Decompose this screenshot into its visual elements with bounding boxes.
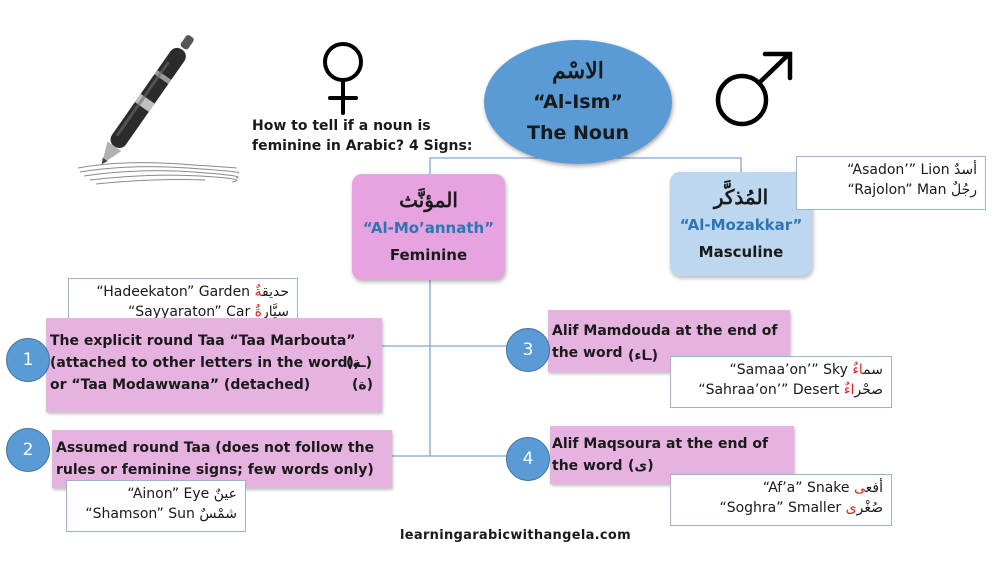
masculine-english: Masculine — [698, 243, 784, 261]
sign-4-number: 4 — [506, 437, 550, 481]
example-line: “Asadon’” Lion أسدٌ — [847, 162, 977, 178]
root-english: The Noun — [527, 122, 629, 144]
feminine-arabic: المؤنَّث — [399, 188, 458, 212]
sign-3-examples: “Samaa’on’” Sky سماءٌ “Sahraa’on’” Deser… — [670, 356, 892, 408]
masculine-transliteration: “Al-Mozakkar” — [679, 216, 803, 234]
sign-2-box — [52, 430, 392, 488]
sign-3-number: 3 — [506, 328, 550, 372]
root-arabic: الاسْم — [552, 58, 604, 84]
sign-3-arabic: (ـاء) — [628, 348, 658, 364]
sign-1-arabic-detached: (ة) — [352, 377, 374, 393]
feminine-english: Feminine — [389, 246, 468, 264]
pen-icon — [60, 18, 240, 188]
feminine-node: المؤنَّث “Al-Mo’annath” Feminine — [352, 174, 505, 280]
sign-4-text: Alif Maqsoura at the end of the word — [552, 436, 769, 474]
example-line: “Hadeekaton” Garden حديقةٌ — [96, 284, 289, 300]
sign-2-examples: “Ainon” Eye عينٌ “Shamson” Sun شمْسٌ — [66, 480, 246, 532]
example-line: “Sahraa’on’” Desert صحْراءٌ — [698, 382, 883, 398]
example-line: “Rajolon” Man رجُلٌ — [847, 182, 977, 198]
root-transliteration: “Al-Ism” — [533, 91, 623, 113]
root-node: الاسْم “Al-Ism” The Noun — [484, 40, 672, 164]
sign-1-text: The explicit round Taa “Taa Marbouta” (a… — [50, 333, 360, 393]
masculine-arabic: المُذكَّر — [713, 185, 769, 209]
sign-3-text: Alif Mamdouda at the end of the word — [552, 323, 778, 361]
feminine-transliteration: “Al-Mo’annath” — [362, 219, 495, 237]
question-text: How to tell if a noun is feminine in Ara… — [252, 118, 473, 154]
example-line: “Shamson” Sun شمْسٌ — [85, 506, 237, 522]
website-url: learningarabicwithangela.com — [400, 528, 631, 543]
masculine-examples: “Asadon’” Lion أسدٌ “Rajolon” Man رجُلٌ — [796, 156, 986, 210]
sign-1-number: 1 — [6, 338, 50, 382]
female-symbol-icon — [312, 40, 374, 116]
example-line: “Ainon” Eye عينٌ — [127, 486, 237, 502]
example-line: “Af’a” Snake أفعى — [762, 480, 883, 496]
sign-4-arabic: (ى) — [628, 458, 654, 474]
example-line: “Samaa’on’” Sky سماءٌ — [729, 362, 883, 378]
example-line: “Soghra” Smaller صُغْرى — [719, 500, 883, 516]
sign-1-box — [46, 318, 382, 412]
sign-1-arabic-attached: (ـة) — [346, 355, 373, 371]
male-symbol-icon — [710, 48, 800, 132]
sign-2-text: Assumed round Taa (does not follow the r… — [56, 440, 375, 478]
sign-2-number: 2 — [6, 428, 50, 472]
example-line: “Sayyaraton” Car سيَّارةٌ — [128, 304, 289, 320]
masculine-node: المُذكَّر “Al-Mozakkar” Masculine — [670, 172, 812, 276]
sign-4-examples: “Af’a” Snake أفعى “Soghra” Smaller صُغْر… — [670, 474, 892, 526]
